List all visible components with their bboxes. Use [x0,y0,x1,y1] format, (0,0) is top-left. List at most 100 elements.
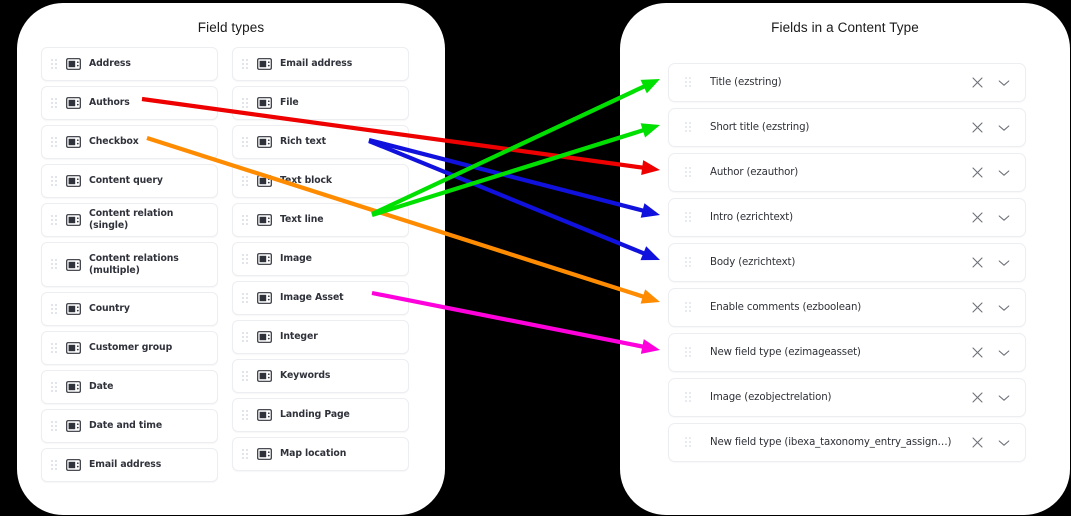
field-type-label: Authors [89,97,130,109]
close-icon[interactable] [970,301,984,315]
field-type-icon [66,136,81,148]
chevron-down-icon[interactable] [997,256,1011,270]
drag-handle-icon[interactable] [51,259,58,270]
content-type-field-row[interactable]: Title (ezstring) [668,63,1026,102]
drag-handle-icon[interactable] [242,331,249,343]
close-icon[interactable] [970,121,984,135]
field-type-item[interactable]: Integer [232,320,409,354]
drag-handle-icon[interactable] [685,346,693,359]
field-type-item[interactable]: Email address [232,47,409,81]
field-type-item[interactable]: Text line [232,203,409,237]
drag-handle-icon[interactable] [242,175,249,187]
field-type-item[interactable]: Content relation (single) [41,203,218,237]
drag-handle-icon[interactable] [685,121,693,134]
field-type-item[interactable]: Date [41,370,218,404]
field-type-item[interactable]: Map location [232,437,409,471]
drag-handle-icon[interactable] [51,459,58,471]
chevron-down-icon[interactable] [997,346,1011,360]
field-type-item[interactable]: Checkbox [41,125,218,159]
field-type-item[interactable]: Content relations (multiple) [41,242,218,287]
drag-handle-icon[interactable] [51,136,58,148]
field-type-item[interactable]: Customer group [41,331,218,365]
chevron-down-icon[interactable] [997,121,1011,135]
close-icon[interactable] [970,76,984,90]
close-icon[interactable] [970,436,984,450]
close-icon[interactable] [970,211,984,225]
field-type-item[interactable]: Landing Page [232,398,409,432]
content-type-field-row[interactable]: Author (ezauthor) [668,153,1026,192]
content-type-field-row[interactable]: Short title (ezstring) [668,108,1026,147]
content-type-field-row[interactable]: New field type (ibexa_taxonomy_entry_ass… [668,423,1026,462]
field-type-label: Checkbox [89,136,139,148]
drag-handle-icon[interactable] [242,136,249,148]
chevron-down-icon[interactable] [997,211,1011,225]
drag-handle-icon[interactable] [51,381,58,393]
close-icon[interactable] [970,256,984,270]
content-type-field-label: Author (ezauthor) [710,167,799,178]
field-type-item[interactable]: Image [232,242,409,276]
field-type-item[interactable]: Address [41,47,218,81]
drag-handle-icon[interactable] [685,301,693,314]
drag-handle-icon[interactable] [242,97,249,109]
drag-handle-icon[interactable] [51,97,58,109]
drag-handle-icon[interactable] [51,342,58,354]
field-type-icon [66,459,81,471]
content-type-field-row[interactable]: Body (ezrichtext) [668,243,1026,282]
field-type-item[interactable]: Text block [232,164,409,198]
drag-handle-icon[interactable] [242,370,249,382]
field-type-label: Text line [280,214,324,226]
drag-handle-icon[interactable] [51,214,58,226]
drag-handle-icon[interactable] [51,420,58,432]
drag-handle-icon[interactable] [242,448,249,460]
chevron-down-icon[interactable] [997,166,1011,180]
close-icon[interactable] [970,166,984,180]
field-type-label: Country [89,303,130,315]
field-type-icon [257,370,272,382]
content-type-field-row[interactable]: Intro (ezrichtext) [668,198,1026,237]
content-type-field-label: New field type (ibexa_taxonomy_entry_ass… [710,437,952,448]
field-type-item[interactable]: Image Asset [232,281,409,315]
field-types-title: Field types [197,20,265,35]
chevron-down-icon[interactable] [997,76,1011,90]
field-type-label: Date [89,381,114,393]
chevron-down-icon[interactable] [997,301,1011,315]
close-icon[interactable] [970,346,984,360]
field-type-item[interactable]: Authors [41,86,218,120]
field-type-icon [257,448,272,460]
content-type-field-row[interactable]: Enable comments (ezboolean) [668,288,1026,327]
field-type-item[interactable]: Keywords [232,359,409,393]
field-type-item[interactable]: File [232,86,409,120]
field-type-item[interactable]: Rich text [232,125,409,159]
drag-handle-icon[interactable] [51,175,58,187]
drag-handle-icon[interactable] [242,409,249,421]
drag-handle-icon[interactable] [685,76,693,89]
drag-handle-icon[interactable] [242,253,249,265]
field-type-item[interactable]: Country [41,292,218,326]
drag-handle-icon[interactable] [685,391,693,404]
drag-handle-icon[interactable] [685,256,693,269]
drag-handle-icon[interactable] [685,436,693,449]
field-type-item[interactable]: Date and time [41,409,218,443]
content-type-field-label: Body (ezrichtext) [710,257,796,268]
content-type-field-actions [970,436,1011,450]
content-type-field-actions [970,166,1011,180]
drag-handle-icon[interactable] [242,292,249,304]
drag-handle-icon[interactable] [51,303,58,315]
close-icon[interactable] [970,391,984,405]
content-type-field-label: Title (ezstring) [710,77,782,88]
chevron-down-icon[interactable] [997,391,1011,405]
content-type-field-label: Short title (ezstring) [710,122,810,133]
field-type-item[interactable]: Content query [41,164,218,198]
drag-handle-icon[interactable] [242,214,249,226]
content-type-field-row[interactable]: New field type (ezimageasset) [668,333,1026,372]
chevron-down-icon[interactable] [997,436,1011,450]
drag-handle-icon[interactable] [51,58,58,70]
content-type-field-row[interactable]: Image (ezobjectrelation) [668,378,1026,417]
field-type-icon [257,175,272,187]
drag-handle-icon[interactable] [685,211,693,224]
content-type-field-actions [970,211,1011,225]
drag-handle-icon[interactable] [685,166,693,179]
field-type-item[interactable]: Email address [41,448,218,482]
drag-handle-icon[interactable] [242,58,249,70]
